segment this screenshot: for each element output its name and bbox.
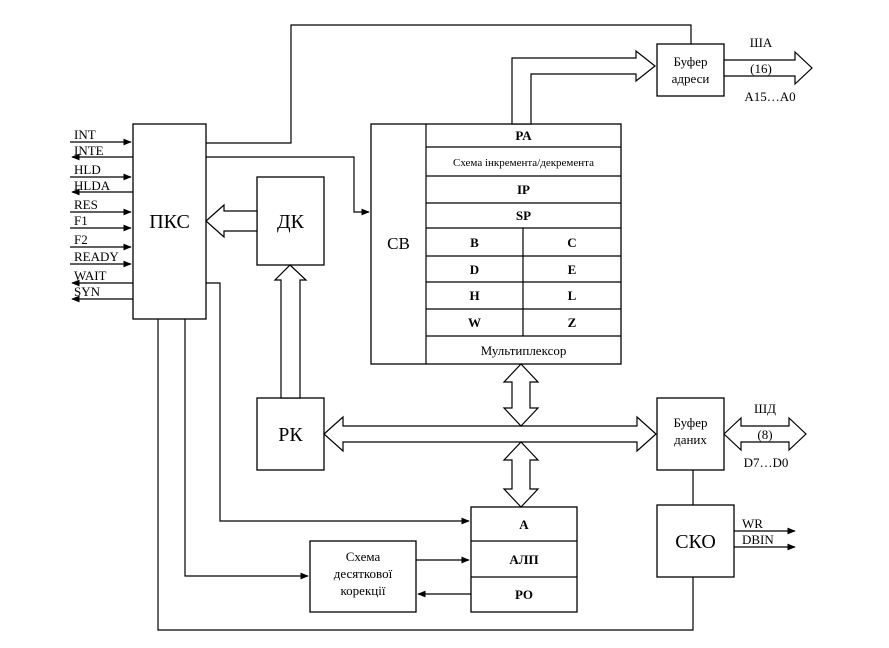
signal-inte: INTE bbox=[74, 143, 104, 158]
ip-register: IP bbox=[517, 182, 530, 197]
pks-to-address-buffer-line bbox=[206, 24, 692, 144]
alp-unit: АЛП bbox=[509, 552, 538, 567]
pa-register: PA bbox=[515, 128, 532, 143]
register-e: E bbox=[568, 262, 577, 277]
decimal-correction-block bbox=[309, 540, 417, 613]
dk-to-pks-bus bbox=[205, 203, 258, 239]
register-d: D bbox=[470, 262, 479, 277]
register-z: Z bbox=[568, 315, 577, 330]
rk-label: РК bbox=[278, 424, 303, 446]
alu-block bbox=[470, 506, 578, 613]
register-h: H bbox=[469, 288, 479, 303]
register-w: W bbox=[468, 315, 481, 330]
signal-ready: READY bbox=[74, 249, 119, 264]
sv-label: СВ bbox=[387, 234, 410, 253]
ro-register: РО bbox=[515, 587, 533, 602]
address-buffer bbox=[656, 43, 725, 97]
address-bus-width: (16) bbox=[750, 61, 772, 76]
alu-bus-link bbox=[502, 441, 540, 508]
register-c: C bbox=[567, 235, 576, 250]
pks-to-sko-line bbox=[157, 319, 694, 631]
dk-label: ДК bbox=[277, 211, 305, 233]
dbin-label: DBIN bbox=[742, 532, 774, 547]
address-bus-name: ША bbox=[750, 35, 773, 50]
pks-to-a-line bbox=[206, 282, 470, 525]
data-bus-arrow bbox=[723, 416, 807, 452]
data-bus-width: (8) bbox=[757, 427, 772, 442]
signal-f2: F2 bbox=[74, 232, 88, 247]
rk-to-dk-bus bbox=[273, 264, 308, 399]
accumulator-a: A bbox=[519, 517, 529, 532]
pks-block bbox=[132, 123, 207, 320]
register-b: B bbox=[470, 235, 479, 250]
sko-block bbox=[656, 504, 735, 578]
pa-to-address-buffer-bus bbox=[511, 49, 656, 125]
sp-register: SP bbox=[516, 208, 531, 223]
incdec-circuit: Схема інкремента/декремента bbox=[453, 157, 594, 169]
decimal-correction-label-1: Схема bbox=[346, 549, 381, 564]
internal-data-bus bbox=[323, 415, 657, 453]
data-buffer-label-2: даних bbox=[674, 432, 707, 447]
signal-f1: F1 bbox=[74, 213, 88, 228]
decimal-correction-label-3: корекції bbox=[341, 583, 386, 598]
dk-block bbox=[256, 176, 325, 266]
signal-res: RES bbox=[74, 197, 98, 212]
decimal-correction-label-2: десяткової bbox=[334, 566, 393, 581]
data-bus-lines: D7…D0 bbox=[744, 455, 789, 470]
address-buffer-label-1: Буфер bbox=[673, 54, 707, 69]
address-bus-lines: A15…A0 bbox=[744, 89, 795, 104]
signal-hlda: HLDA bbox=[74, 178, 111, 193]
pks-to-decimal-line bbox=[184, 319, 309, 580]
register-l: L bbox=[568, 288, 577, 303]
register-bus-link bbox=[502, 363, 540, 427]
signal-int: INT bbox=[74, 127, 96, 142]
data-buffer-label-1: Буфер bbox=[673, 415, 707, 430]
multiplexer: Мультиплексор bbox=[481, 343, 567, 358]
signal-hld: HLD bbox=[74, 162, 101, 177]
address-buffer-label-2: адреси bbox=[672, 71, 710, 86]
sv-block bbox=[370, 123, 622, 365]
signal-wait: WAIT bbox=[74, 268, 107, 283]
data-buffer bbox=[656, 397, 725, 471]
pks-to-sv-line bbox=[206, 156, 370, 216]
data-bus-name: ШД bbox=[754, 401, 776, 416]
address-bus-arrow bbox=[723, 50, 813, 86]
sko-label: СКО bbox=[675, 531, 716, 553]
wr-label: WR bbox=[742, 516, 763, 531]
signal-syn: SYN bbox=[74, 284, 101, 299]
pks-label: ПКС bbox=[149, 211, 190, 233]
